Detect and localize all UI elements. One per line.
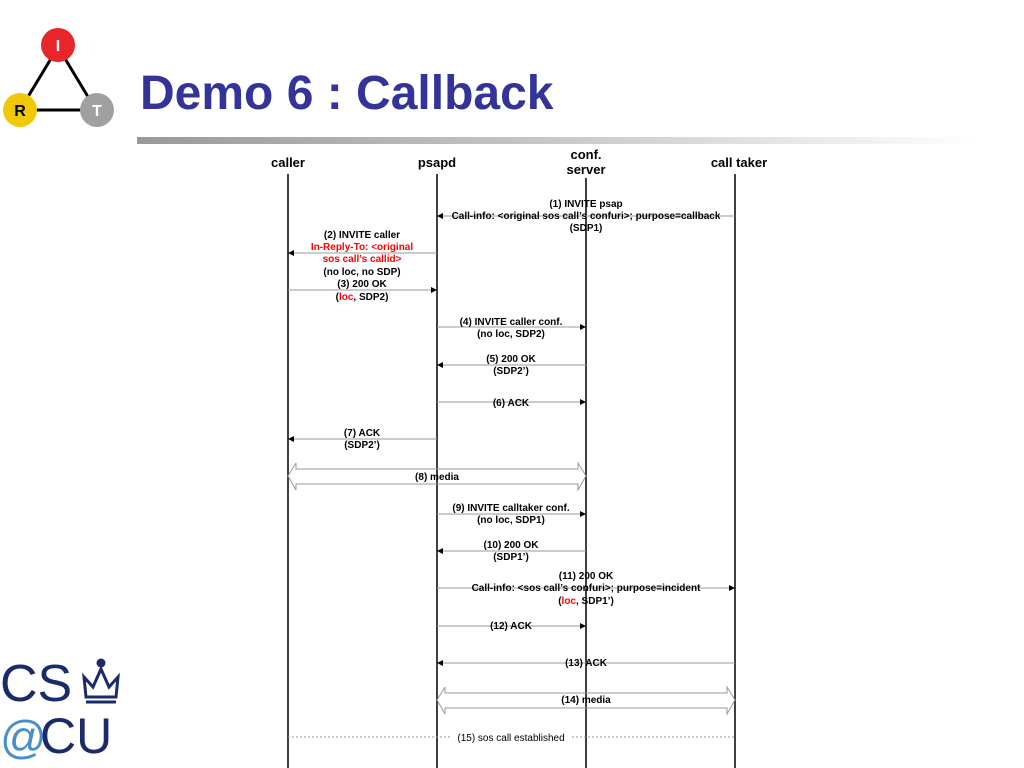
msg-3-line2: (loc, SDP2) [336,292,389,303]
msg-1-line1: (1) INVITE psap [549,199,622,210]
crown-icon [82,658,120,704]
cu-logo-text: CU [40,708,112,760]
irt-logo: I R T [3,28,114,127]
lane-label-calltaker: call taker [711,155,767,170]
msg-2-line1: (2) INVITE caller [324,230,400,241]
msg-12-line1: (12) ACK [490,621,533,632]
msg-14-media-arrow [436,685,736,716]
irt-logo-r-letter: R [14,103,26,120]
msg-2-line2: In-Reply-To: <original [311,242,414,253]
msg-9-line2: (no loc, SDP1) [477,515,545,526]
msg-15-label-bg [452,730,570,744]
lane-label-conf-line1: conf. [570,147,601,162]
msg-10-line1: (10) 200 OK [483,540,539,551]
msg-1-line3: (SDP1) [570,223,603,234]
irt-logo-i-letter: I [56,38,60,55]
msg-5-line2: (SDP2’) [493,366,529,377]
msg-11-line3: (loc, SDP1’) [558,596,614,607]
msg-11-loc: loc [562,596,577,607]
lane-label-caller: caller [271,155,305,170]
msg-4-line2: (no loc, SDP2) [477,329,545,340]
msg-13-line1: (13) ACK [565,658,608,669]
msg-11-line3-open: ( [558,596,562,607]
msg-5-line1: (5) 200 OK [486,354,536,365]
msg-11-line1: (11) 200 OK [559,571,614,582]
msg-3-loc: loc [339,292,354,303]
irt-logo-i-circle [41,28,75,62]
slide-title: Demo 6 : Callback [140,67,554,120]
msg-8-line1: (8) media [415,472,459,483]
irt-logo-r-circle [3,93,37,127]
msg-1-line2: Call-info: <original sos call’s confuri>… [452,211,721,222]
msg-4-line1: (4) INVITE caller conf. [460,317,563,328]
msg-2-line4: (no loc, no SDP) [323,267,400,278]
msg-3-line2-open: ( [336,292,340,303]
msg-7-line2: (SDP2’) [344,440,380,451]
lane-label-conf-line2: server [566,162,605,177]
msg-2-line3: sos call’s callid> [323,254,402,265]
msg-9-line1: (9) INVITE calltaker conf. [452,503,569,514]
msg-3-line1: (3) 200 OK [337,279,387,290]
lane-label-psapd: psapd [418,155,456,170]
msg-3-line2-rest: , SDP2) [353,292,388,303]
msg-11-line2: Call-info: <sos call’s confuri>; purpose… [472,583,702,594]
cs-at-cu-logo: CS @ CU [0,655,120,760]
msg-10-line2: (SDP1’) [493,552,529,563]
msg-7-line1: (7) ACK [344,428,381,439]
msg-8-media-arrow [287,461,587,492]
cs-logo-text: CS [0,655,72,713]
at-symbol: @ [0,711,47,760]
irt-logo-t-circle [80,93,114,127]
title-underline-bar [137,137,977,144]
msg-6-line1: (6) ACK [493,398,530,409]
msg-15-line1: (15) sos call established [457,733,564,744]
msg-11-line3-rest: , SDP1’) [576,596,614,607]
msg-14-line1: (14) media [561,695,611,706]
irt-logo-t-letter: T [92,103,102,120]
